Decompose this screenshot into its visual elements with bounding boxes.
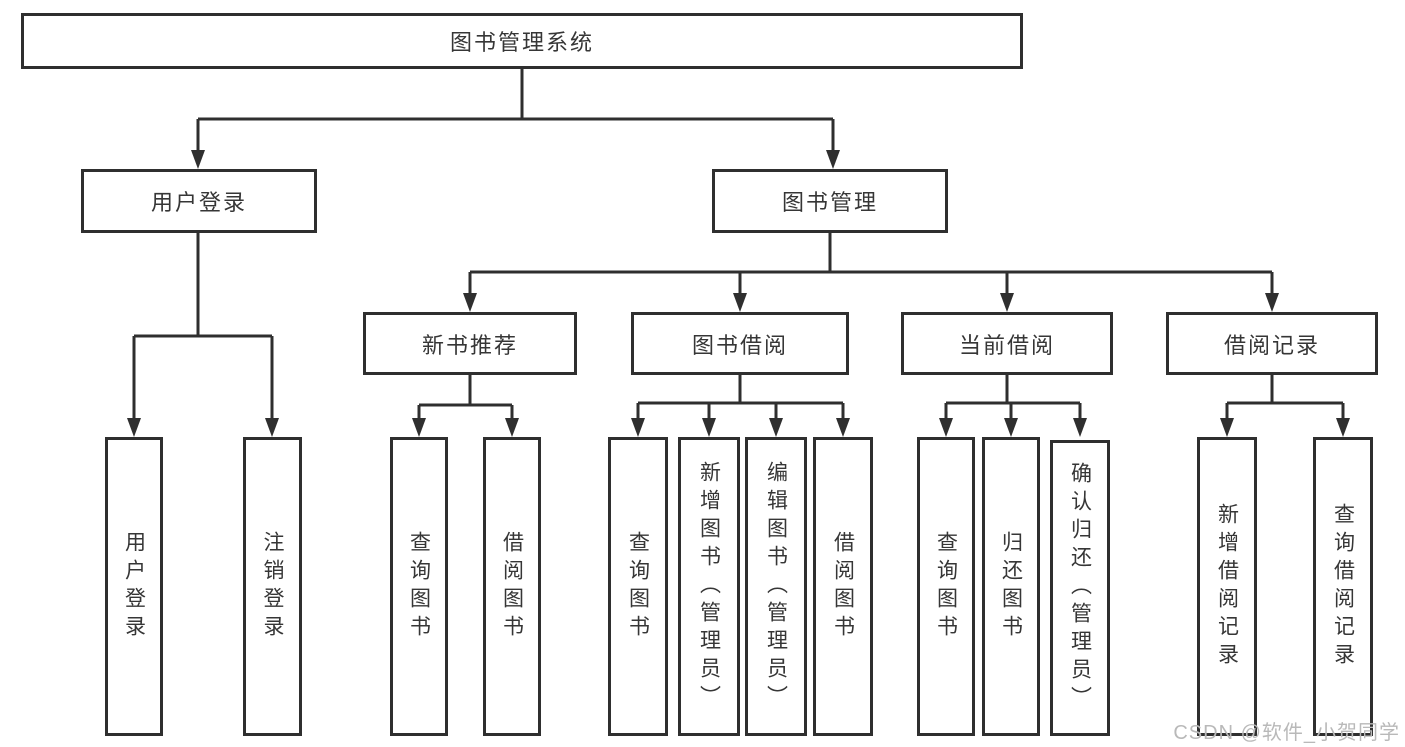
leaf-user-login: 用户登录: [105, 437, 163, 736]
node-borrow-records: 借阅记录: [1166, 312, 1378, 375]
leaf-borrow-book-recommend: 借阅图书: [483, 437, 541, 736]
leaf-return-book: 归还图书: [982, 437, 1040, 736]
arrowheads: [127, 150, 1350, 437]
leaf-add-borrow-record: 新增借阅记录: [1197, 437, 1257, 736]
node-root: 图书管理系统: [21, 13, 1023, 69]
node-current-borrow: 当前借阅: [901, 312, 1113, 375]
node-user-login-group: 用户登录: [81, 169, 317, 233]
csdn-watermark: CSDN @软件_小贺同学: [1173, 722, 1400, 744]
leaf-query-book-recommend: 查询图书: [390, 437, 448, 736]
node-new-book-recommend: 新书推荐: [363, 312, 577, 375]
leaf-query-borrow-record: 查询借阅记录: [1313, 437, 1373, 736]
leaf-borrow-book: 借阅图书: [813, 437, 873, 736]
node-book-borrow: 图书借阅: [631, 312, 849, 375]
node-book-management: 图书管理: [712, 169, 948, 233]
leaf-confirm-return-admin: 确认归还（管理员）: [1050, 440, 1110, 736]
leaf-edit-book-admin: 编辑图书（管理员）: [745, 437, 807, 736]
leaf-query-book-current: 查询图书: [917, 437, 975, 736]
leaf-query-book-borrow: 查询图书: [608, 437, 668, 736]
leaf-logout: 注销登录: [243, 437, 302, 736]
leaf-add-book-admin: 新增图书（管理员）: [678, 437, 740, 736]
